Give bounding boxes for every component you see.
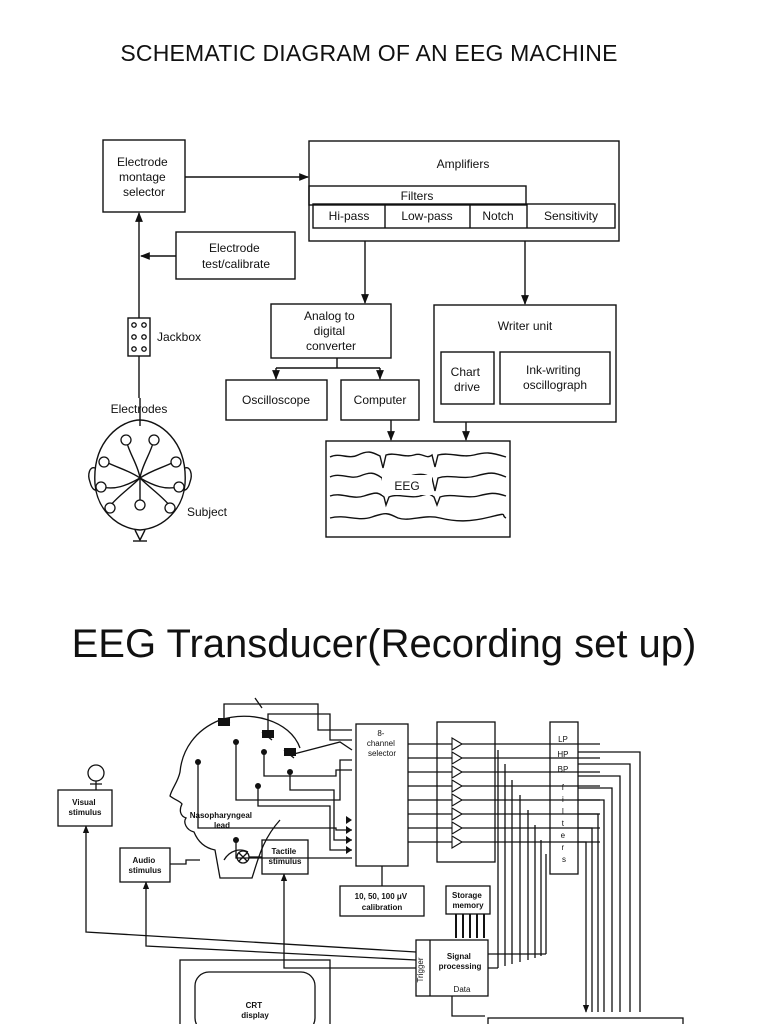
electrode-test-box [175,231,296,280]
ink-writing-label: Ink-writing oscillograph [523,363,587,392]
computer-label: Computer [354,393,407,407]
electrode [164,502,176,514]
chart-drive-label: Chart drive [451,365,484,394]
crt-display-label: CRT display [241,1001,269,1020]
amplifiers-box [308,140,620,242]
hi-pass-label: Hi-pass [329,209,370,223]
trigger-label: Trigger [416,957,425,982]
notch-label: Notch [482,209,513,223]
ink-writing-box [499,351,611,405]
writer-unit-box [433,304,617,423]
amplifier-bank [436,721,496,863]
electrode-pad [262,730,274,738]
electrode [173,481,185,493]
electrode-test-label: Electrode test/calibrate [202,241,270,271]
tactile-stimulus-label: Tactile stimulus [269,847,302,866]
diagram-title: SCHEMATIC DIAGRAM OF AN EEG MACHINE [120,40,618,66]
eeg-trace-1 [329,451,507,469]
adc-label: Analog to digital converter [304,309,358,353]
storage-memory-label: Storage memory [452,891,484,910]
filters-label: Filters [401,189,434,203]
electrode-pad [284,748,296,756]
eeg-strip-box [325,440,511,538]
electrode-pad [218,718,230,726]
amplifiers-label: Amplifiers [437,157,490,171]
section-title: EEG Transducer(Recording set up) [71,622,697,666]
head-profile [169,715,301,879]
filters-box [308,185,527,206]
low-pass-label: Low-pass [401,209,452,223]
chart-drive-box [440,351,495,405]
electrode [170,456,182,468]
oscilloscope-label: Oscilloscope [242,393,310,407]
electrode [120,434,132,446]
visual-stimulus-label: Visual stimulus [69,798,102,817]
electrode [98,456,110,468]
jackbox-label: Jackbox [157,330,201,344]
adc-box [270,303,392,359]
electrode [148,434,160,446]
nasopharyngeal-label: Nasopharyngeal lead [190,811,254,830]
data-label: Data [454,985,471,994]
storage-memory-box [445,885,491,915]
audio-stimulus-label: Audio stimulus [129,856,162,875]
calibration-label: 10, 50, 100 μV calibration [355,892,410,912]
audio-stimulus-box [119,847,171,883]
subject-label: Subject [187,505,228,519]
electrode [104,502,116,514]
electrode-montage-selector-box [102,139,186,213]
electrode [134,499,146,511]
electrode-montage-selector-label: Electrode montage selector [117,155,171,199]
signal-processing-label: Signal processing [439,952,482,971]
electrode [95,481,107,493]
filter-row [312,203,616,229]
sensitivity-label: Sensitivity [544,209,598,223]
oscilloscope-box [225,379,328,421]
eeg-trace-3 [329,492,507,508]
eeg-trace-4 [329,513,507,522]
crt-display-box [179,959,331,1024]
subject-head [94,419,186,531]
filters-label: LP HP BP f i l t e r s [557,735,570,864]
eeg-label: EEG [394,479,419,493]
writer-unit-label: Writer unit [498,319,553,333]
filter-box [549,721,579,875]
channel-selector-label: 8- channel selector [367,729,397,758]
eeg-machine-schematic: Electrode montage selector Amplifiers Fi… [88,139,620,542]
electrodes-label: Electrodes [111,402,168,416]
eeg-recording-setup-diagram: 8- channel selector LP HP BP f i l t e r… [57,697,684,1024]
computer-box [340,379,420,421]
